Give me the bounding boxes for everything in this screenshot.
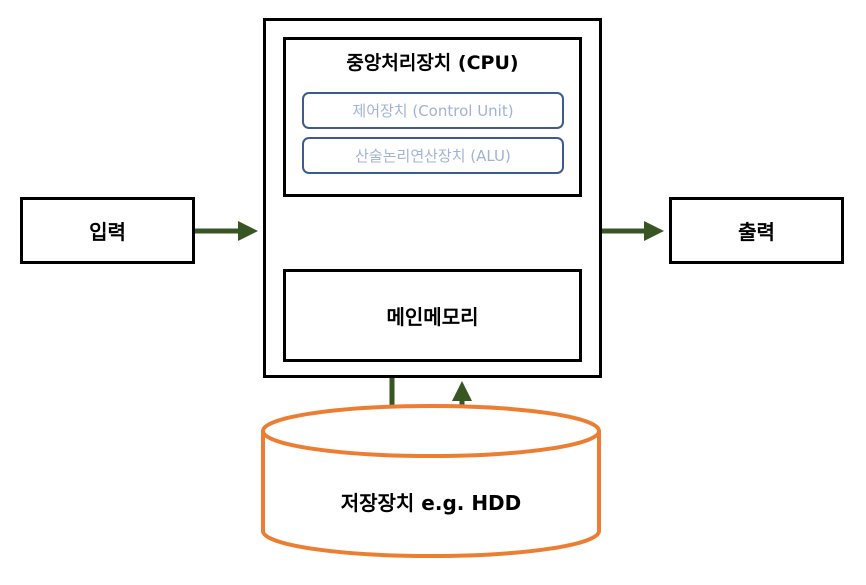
alu-box: 산술논리연산장치 (ALU) (302, 137, 564, 174)
cpu-box: 중앙처리장치 (CPU) 제어장치 (Control Unit) 산술논리연산장… (283, 37, 582, 197)
cpu-title: 중앙처리장치 (CPU) (346, 52, 519, 74)
alu-label: 산술논리연산장치 (ALU) (355, 147, 511, 165)
main-memory-label: 메인메모리 (386, 305, 479, 329)
control-unit-box: 제어장치 (Control Unit) (302, 92, 564, 129)
control-unit-label: 제어장치 (Control Unit) (352, 102, 514, 120)
output-box: 출력 (669, 197, 844, 264)
storage-cylinder-body (261, 431, 601, 558)
storage-cylinder-top (261, 404, 601, 458)
output-label: 출력 (738, 220, 775, 244)
main-memory-box: 메인메모리 (283, 269, 582, 362)
storage-label: 저장장치 e.g. HDD (340, 491, 522, 515)
input-box: 입력 (20, 197, 195, 264)
storage-cylinder: 저장장치 e.g. HDD (258, 401, 604, 561)
input-label: 입력 (89, 220, 126, 244)
